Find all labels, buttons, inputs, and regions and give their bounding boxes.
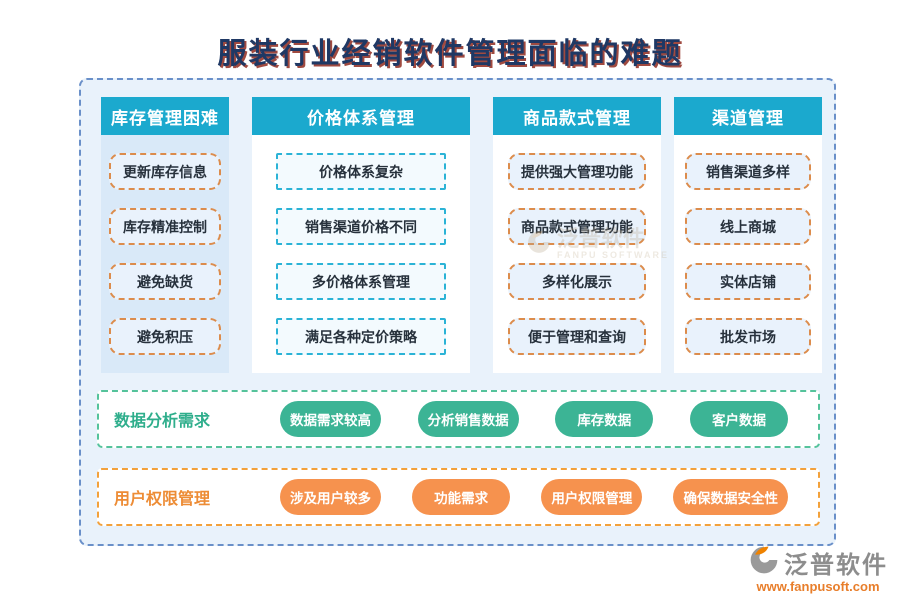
pill-item: 涉及用户较多 [280,479,381,515]
pill-item: 确保数据安全性 [673,479,788,515]
pill-item: 客户数据 [689,401,788,437]
diagram-item: 批发市场 [685,318,811,355]
band-label: 用户权限管理 [114,491,211,508]
column-pricing: 价格体系管理 价格体系复杂 销售渠道价格不同 多价格体系管理 满足各种定价策略 [252,97,470,373]
column-body: 提供强大管理功能 商品款式管理功能 多样化展示 便于管理和查询 [493,135,661,373]
band-label: 数据分析需求 [114,413,211,430]
diagram-item: 实体店铺 [685,263,811,300]
column-body: 更新库存信息 库存精准控制 避免缺货 避免积压 [101,135,229,373]
diagram-item: 提供强大管理功能 [508,153,646,190]
band-pills: 数据需求较高 分析销售数据 库存数据 客户数据 [280,401,788,437]
band-data-analysis: 数据分析需求 数据需求较高 分析销售数据 库存数据 客户数据 [97,390,820,448]
diagram-item: 销售渠道多样 [685,153,811,190]
logo-url: www.fanpusoft.com [756,579,880,594]
column-header: 渠道管理 [674,97,822,135]
pill-item: 库存数据 [555,401,654,437]
column-inventory: 库存管理困难 更新库存信息 库存精准控制 避免缺货 避免积压 [101,97,229,373]
pill-item: 功能需求 [412,479,511,515]
diagram-item: 销售渠道价格不同 [276,208,446,245]
diagram-item: 便于管理和查询 [508,318,646,355]
column-header: 库存管理困难 [101,97,229,135]
diagram-item: 满足各种定价策略 [276,318,446,355]
band-pills: 涉及用户较多 功能需求 用户权限管理 确保数据安全性 [280,479,788,515]
fanpu-logo-icon [748,544,780,581]
diagram-item: 更新库存信息 [109,153,221,190]
diagram-item: 多样化展示 [508,263,646,300]
diagram-item: 价格体系复杂 [276,153,446,190]
diagram-item: 商品款式管理功能 [508,208,646,245]
diagram-item: 多价格体系管理 [276,263,446,300]
column-product-style: 商品款式管理 提供强大管理功能 商品款式管理功能 多样化展示 便于管理和查询 [493,97,661,373]
diagram-item: 线上商城 [685,208,811,245]
column-body: 价格体系复杂 销售渠道价格不同 多价格体系管理 满足各种定价策略 [252,135,470,373]
column-channel: 渠道管理 销售渠道多样 线上商城 实体店铺 批发市场 [674,97,822,373]
logo-name: 泛普软件 [784,552,888,579]
column-body: 销售渠道多样 线上商城 实体店铺 批发市场 [674,135,822,373]
diagram-item: 避免积压 [109,318,221,355]
main-panel: 库存管理困难 更新库存信息 库存精准控制 避免缺货 避免积压 价格体系管理 价格… [79,78,836,546]
column-header: 商品款式管理 [493,97,661,135]
pill-item: 数据需求较高 [280,401,381,437]
band-user-permission: 用户权限管理 涉及用户较多 功能需求 用户权限管理 确保数据安全性 [97,468,820,526]
pill-item: 分析销售数据 [417,401,519,437]
fanpu-logo: 泛普软件 www.fanpusoft.com [748,544,888,594]
column-header: 价格体系管理 [252,97,470,135]
page-title: 服装行业经销软件管理面临的难题 [217,38,683,70]
pill-item: 用户权限管理 [541,479,643,515]
diagram-item: 库存精准控制 [109,208,221,245]
diagram-item: 避免缺货 [109,263,221,300]
